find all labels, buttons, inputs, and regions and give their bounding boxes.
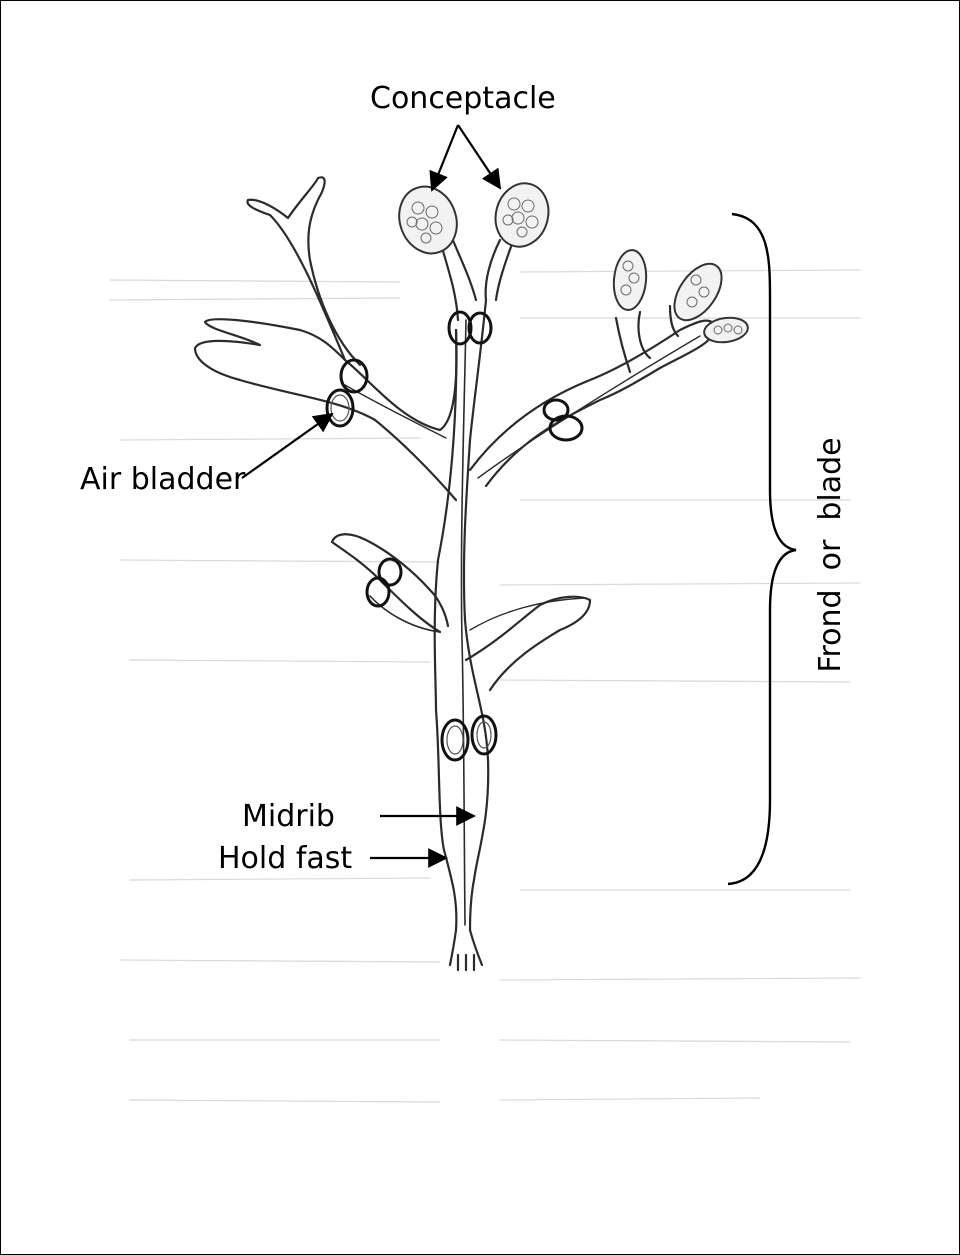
conceptacle-right-branch-3 — [703, 315, 750, 345]
branch-upper-right — [470, 321, 716, 486]
branch-lower-right — [466, 597, 590, 690]
branch-lower-left-edge — [370, 596, 440, 632]
air-bladder-lower-stipe — [442, 716, 496, 760]
conceptacle-arrow-right — [458, 125, 500, 188]
label-midrib: Midrib — [242, 799, 335, 834]
conceptacle-arrow-left — [432, 125, 458, 190]
label-frond: Frond or blade — [813, 437, 848, 672]
label-air-bladder: Air bladder — [80, 462, 246, 497]
label-hold-fast: Hold fast — [218, 841, 352, 876]
frond-brace — [728, 214, 796, 884]
air-bladders — [327, 312, 582, 760]
background-noise — [110, 270, 860, 1102]
stipe-right-edge — [464, 300, 488, 930]
conceptacles — [390, 177, 749, 345]
branch-lower-left — [332, 534, 448, 632]
conceptacle-stalk-right — [486, 240, 512, 300]
branch-upper-left-stalk — [247, 177, 360, 365]
conceptacle-left — [390, 178, 466, 261]
holdfast-shape — [450, 930, 482, 970]
conceptacle-right-branch-1 — [611, 249, 648, 312]
conceptacle-stalk-left — [440, 238, 476, 320]
air-bladder-arrow — [242, 414, 332, 478]
label-conceptacle: Conceptacle — [370, 81, 556, 116]
branch-upper-left-vein — [345, 385, 446, 438]
air-bladder-upper-left — [327, 360, 367, 426]
